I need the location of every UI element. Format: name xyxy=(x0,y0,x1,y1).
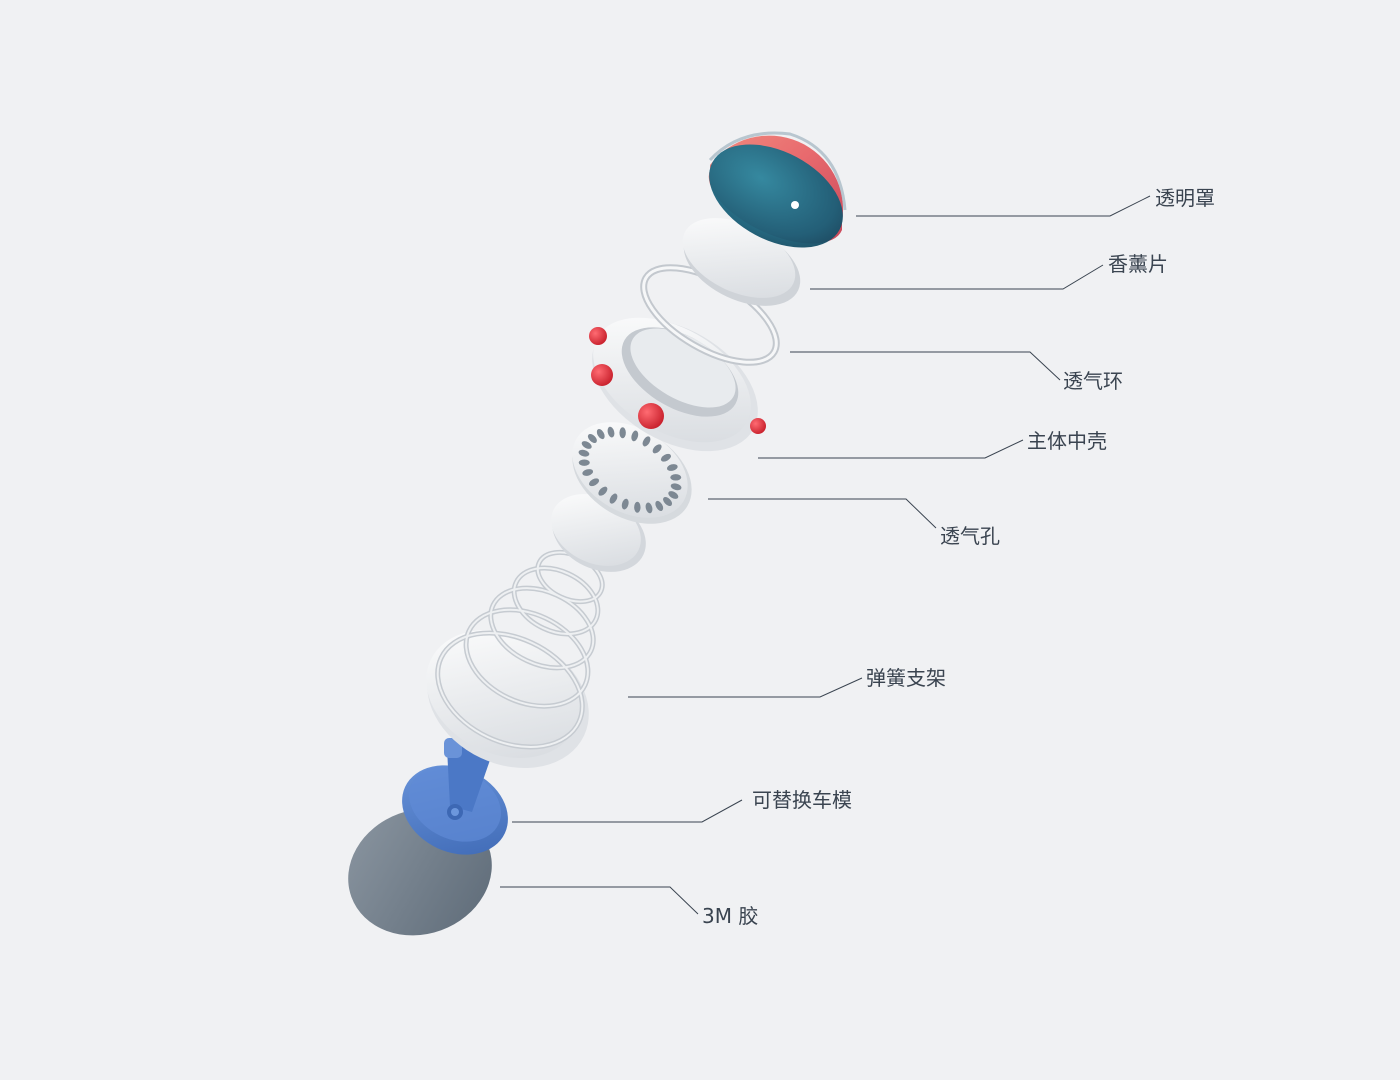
leader-vent-ring xyxy=(790,351,1061,381)
vent-hole xyxy=(655,500,664,511)
vent-hole xyxy=(642,436,651,447)
vent-hole xyxy=(652,444,662,454)
vent-hole xyxy=(582,469,594,476)
spring-highlight xyxy=(436,551,604,749)
vent-hole xyxy=(609,493,618,504)
vent-hole xyxy=(589,478,600,487)
label-spring-bracket: 弹簧支架 xyxy=(866,666,946,690)
vent-hole xyxy=(621,498,629,510)
label-adhesive-3m: 3M 胶 xyxy=(702,904,759,928)
label-fragrance-disc: 香薰片 xyxy=(1108,252,1168,276)
vent-hole xyxy=(668,491,679,499)
mount-shape xyxy=(402,738,508,855)
vent-hole xyxy=(578,449,590,457)
vent-hole xyxy=(631,430,639,442)
perforated-disc-shape xyxy=(572,422,692,524)
label-transparent-cover: 透明罩 xyxy=(1155,186,1215,210)
vent-hole xyxy=(581,441,592,449)
disc-shape xyxy=(682,218,801,306)
vent-hole xyxy=(645,502,653,514)
vent-hole xyxy=(663,497,673,507)
vent-hole xyxy=(670,474,682,481)
label-main-shell: 主体中壳 xyxy=(1027,429,1107,453)
vent-hole xyxy=(666,464,678,471)
leader-fragrance-disc xyxy=(810,264,1104,290)
vent-hole xyxy=(660,453,671,462)
label-replaceable-car-mount: 可替换车模 xyxy=(752,788,852,812)
vent-hole xyxy=(670,483,682,491)
vent-hole xyxy=(634,501,641,513)
vent-hole xyxy=(598,486,608,496)
label-vent-holes: 透气孔 xyxy=(940,524,1000,548)
vent-hole xyxy=(596,429,605,440)
dome-shape xyxy=(708,131,847,248)
leader-transparent-cover xyxy=(856,195,1151,217)
leader-adhesive-3m xyxy=(500,886,699,915)
shell-shape xyxy=(589,317,766,452)
leader-replaceable-car-mount xyxy=(512,799,743,823)
vent-hole xyxy=(607,426,615,438)
leader-spring-bracket xyxy=(628,677,863,698)
vent-hole xyxy=(619,427,626,439)
leader-main-shell xyxy=(758,439,1024,459)
vent-hole xyxy=(587,433,597,443)
leader-vent-holes xyxy=(708,498,937,529)
vent-hole xyxy=(578,459,590,466)
label-vent-ring: 透气环 xyxy=(1063,369,1123,393)
